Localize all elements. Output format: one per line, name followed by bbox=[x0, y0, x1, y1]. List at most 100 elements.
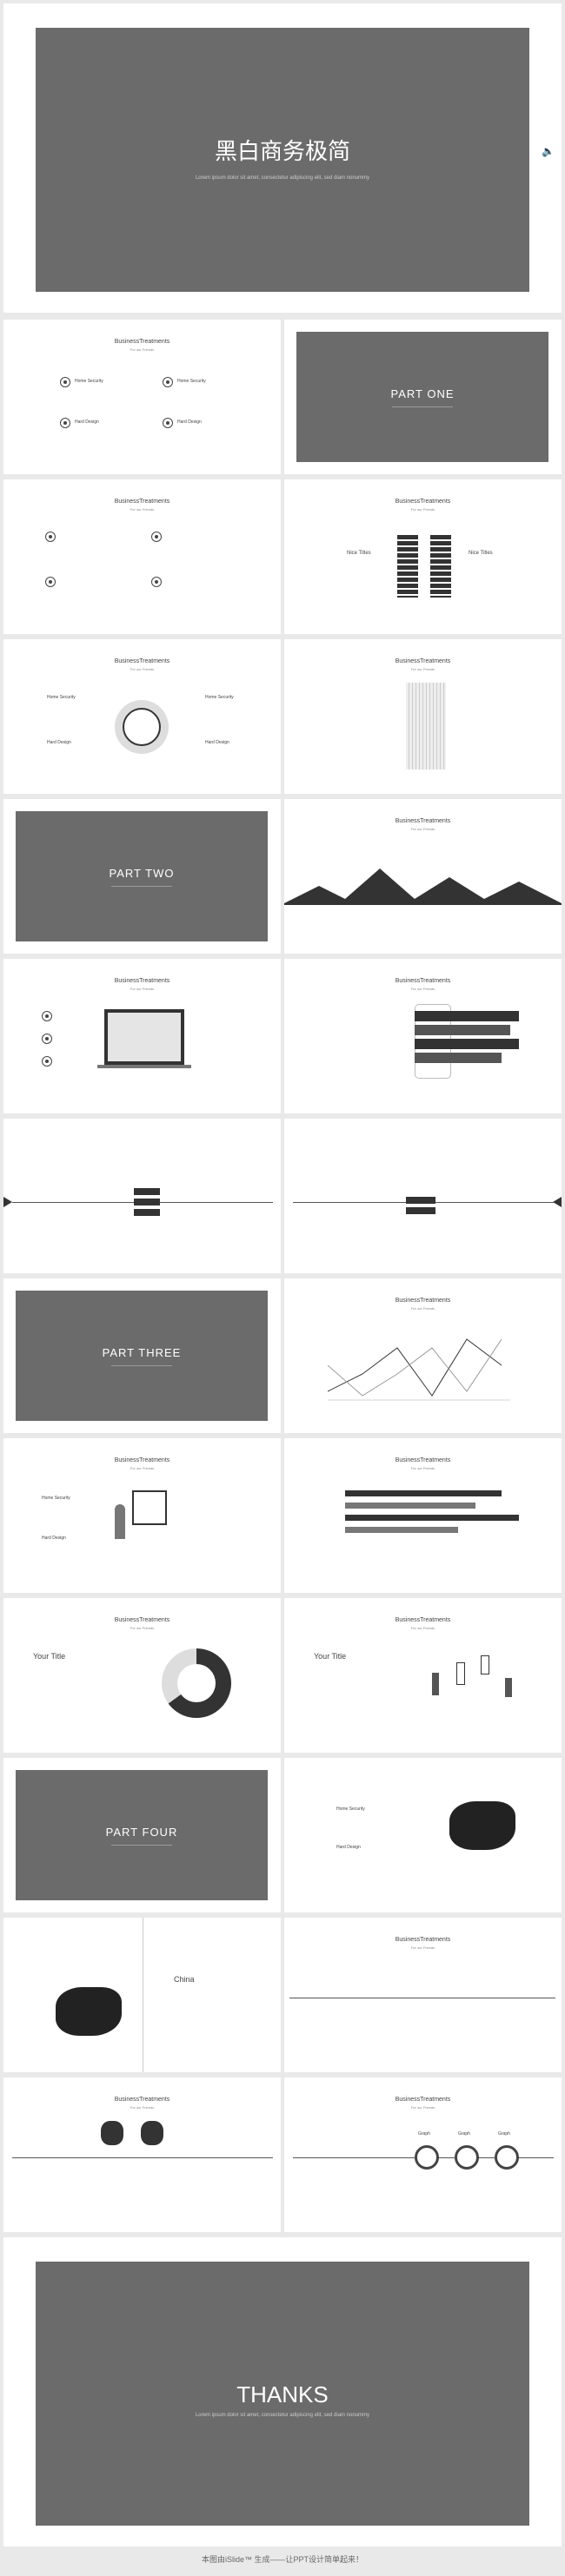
slide-candles: BusinessTreatments For our Friends Your … bbox=[284, 1598, 562, 1753]
hbar bbox=[345, 1503, 475, 1509]
slide-title: BusinessTreatments bbox=[114, 2097, 170, 2103]
slide-title: BusinessTreatments bbox=[114, 339, 170, 345]
graph-label: Graph bbox=[418, 2131, 430, 2137]
clock-icon bbox=[115, 700, 169, 754]
flow-icon bbox=[45, 577, 56, 587]
agenda-icon bbox=[60, 418, 70, 428]
slide-part-three: PART THREE bbox=[3, 1278, 281, 1433]
ring-node bbox=[415, 2145, 439, 2170]
candle bbox=[481, 1655, 489, 1674]
item-label: Home Security bbox=[336, 1807, 365, 1812]
hbar bbox=[345, 1515, 519, 1521]
ribbon-bar bbox=[415, 1053, 502, 1063]
slide-china: China bbox=[3, 1918, 281, 2072]
map-graphic bbox=[101, 2121, 123, 2145]
item-label: Hard Design bbox=[336, 1845, 361, 1850]
thanks-slide: THANKS Lorem ipsum dolor sit amet, conse… bbox=[3, 2237, 562, 2546]
list-icon bbox=[42, 1034, 52, 1044]
part-panel: PART THREE bbox=[16, 1291, 268, 1421]
cover-panel: 黑白商务极简 Lorem ipsum dolor sit amet, conse… bbox=[36, 28, 529, 292]
slide-line-chart: BusinessTreatments For our Friends bbox=[284, 1278, 562, 1433]
slide-subtitle: For our Friends bbox=[410, 667, 435, 671]
slide-clock: BusinessTreatments For our Friends Home … bbox=[3, 639, 281, 794]
slide-title: BusinessTreatments bbox=[395, 658, 451, 664]
candle bbox=[456, 1662, 465, 1685]
item-label: Home Security bbox=[205, 695, 234, 700]
china-map-graphic bbox=[449, 1801, 515, 1850]
flow-icon bbox=[151, 532, 162, 542]
slide-agenda: BusinessTreatments For our Friends Home … bbox=[3, 320, 281, 474]
item-label: Hard Design bbox=[47, 740, 71, 745]
slide-part-four: PART FOUR bbox=[3, 1758, 281, 1912]
cover-slide: 黑白商务极简 Lorem ipsum dolor sit amet, conse… bbox=[3, 3, 562, 313]
slide-title: BusinessTreatments bbox=[395, 1298, 451, 1304]
agenda-item-1: Home Security bbox=[75, 379, 103, 384]
building-graphic bbox=[406, 683, 446, 769]
slide-phone: BusinessTreatments For our Friends bbox=[284, 959, 562, 1113]
nice-title-left: Nice Titles bbox=[347, 551, 371, 556]
slide-subtitle: For our Friends bbox=[410, 1626, 435, 1630]
flow-box bbox=[406, 1207, 435, 1214]
ribbon-bar bbox=[415, 1011, 519, 1021]
stack-bar bbox=[430, 535, 451, 598]
slide-title: BusinessTreatments bbox=[114, 978, 170, 984]
item-label: Home Security bbox=[47, 695, 76, 700]
line-chart-graphic bbox=[328, 1338, 510, 1401]
divider bbox=[111, 1365, 172, 1366]
part-title: PART FOUR bbox=[105, 1826, 178, 1839]
divider bbox=[392, 406, 453, 407]
slide-map: Home Security Hard Design bbox=[284, 1758, 562, 1912]
candle bbox=[432, 1673, 439, 1695]
speaker-icon[interactable]: 🔈 bbox=[542, 145, 555, 157]
presenter-board bbox=[132, 1490, 167, 1525]
agenda-icon bbox=[163, 418, 173, 428]
item-label: Home Security bbox=[42, 1496, 70, 1501]
slide-subtitle: For our Friends bbox=[130, 987, 155, 991]
part-panel: PART TWO bbox=[16, 811, 268, 941]
slide-title: BusinessTreatments bbox=[114, 499, 170, 505]
thanks-subtitle: Lorem ipsum dolor sit amet, consectetur … bbox=[195, 2413, 370, 2418]
item-label: Hard Design bbox=[205, 740, 229, 745]
china-label: China bbox=[174, 1975, 195, 1984]
laptop-image bbox=[104, 1009, 184, 1065]
item-label: Hard Design bbox=[42, 1536, 66, 1541]
slide-subtitle: For our Friends bbox=[130, 507, 155, 512]
agenda-icon bbox=[60, 377, 70, 387]
part-panel: PART ONE bbox=[296, 332, 548, 462]
list-icon bbox=[42, 1011, 52, 1021]
slide-title: BusinessTreatments bbox=[395, 978, 451, 984]
slide-presenter: BusinessTreatments For our Friends Home … bbox=[3, 1438, 281, 1593]
slide-hbar-chart: BusinessTreatments For our Friends bbox=[284, 1438, 562, 1593]
flow-icon bbox=[151, 577, 162, 587]
slide-laptop: BusinessTreatments For our Friends bbox=[3, 959, 281, 1113]
slide-part-two: PART TWO bbox=[3, 799, 281, 954]
donut-graphic bbox=[162, 1648, 231, 1718]
timeline-line bbox=[12, 2157, 273, 2158]
china-map-graphic bbox=[56, 1987, 122, 2036]
slide-title: BusinessTreatments bbox=[395, 1457, 451, 1463]
slide-flow-left bbox=[3, 1119, 281, 1273]
part-panel: PART FOUR bbox=[16, 1770, 268, 1900]
part-title: PART THREE bbox=[102, 1346, 182, 1359]
laptop-base bbox=[97, 1065, 191, 1068]
slide-subtitle: For our Friends bbox=[410, 507, 435, 512]
slide-title: BusinessTreatments bbox=[114, 1457, 170, 1463]
slide-title: BusinessTreatments bbox=[395, 1617, 451, 1623]
mountain-graphic bbox=[284, 869, 562, 905]
slide-buildings: BusinessTreatments For our Friends bbox=[284, 639, 562, 794]
slide-title: BusinessTreatments bbox=[395, 499, 451, 505]
ribbon-bar bbox=[415, 1025, 510, 1035]
flow-box bbox=[406, 1197, 435, 1204]
slide-subtitle: For our Friends bbox=[410, 1466, 435, 1470]
agenda-item-2: Home Security bbox=[177, 379, 206, 384]
agenda-item-4: Hard Design bbox=[177, 419, 202, 425]
divider bbox=[111, 886, 172, 887]
slide-title: BusinessTreatments bbox=[395, 2097, 451, 2103]
slide-subtitle: For our Friends bbox=[410, 827, 435, 831]
slide-subtitle: For our Friends bbox=[130, 347, 155, 352]
candle bbox=[505, 1678, 512, 1697]
slide-subtitle: For our Friends bbox=[410, 987, 435, 991]
flow-box bbox=[134, 1199, 160, 1205]
cover-subtitle: Lorem ipsum dolor sit amet, consectetur … bbox=[195, 175, 370, 181]
ribbon-bar bbox=[415, 1039, 519, 1049]
